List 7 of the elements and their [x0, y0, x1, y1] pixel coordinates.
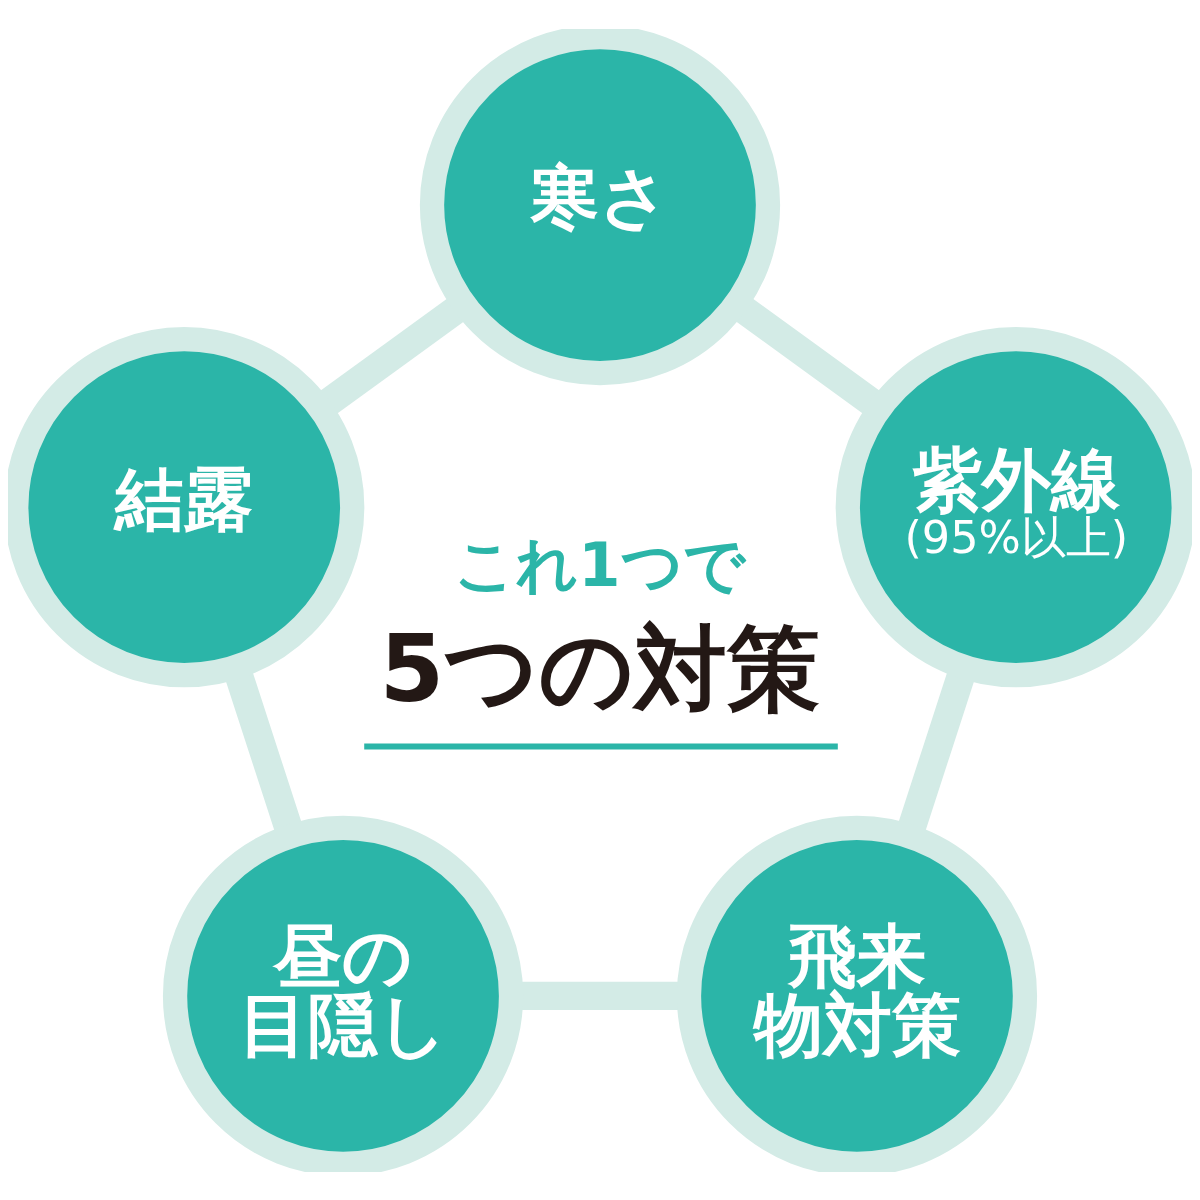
node-circle: 昼の目隠し — [162, 815, 524, 1172]
label: これ1つで — [454, 529, 745, 600]
node-circle: 結露 — [8, 326, 365, 687]
node-circle: 飛来物対策 — [676, 815, 1038, 1172]
node-circle: 紫外線 (95%以上) — [835, 326, 1192, 687]
node-circle: 寒さ — [419, 28, 781, 385]
label: 5つの対策 — [379, 614, 821, 723]
